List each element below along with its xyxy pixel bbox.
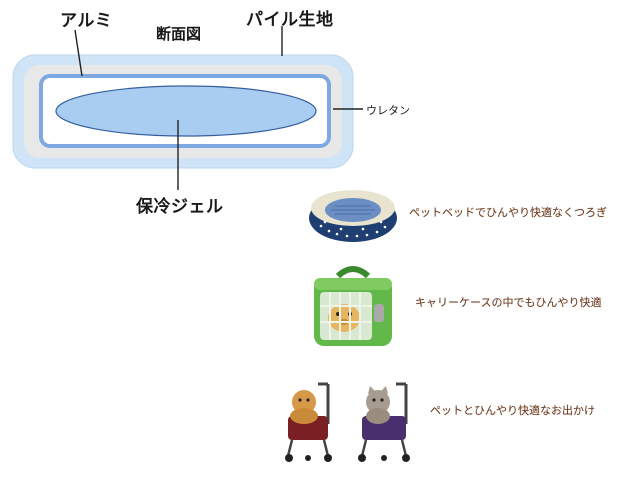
pet-carrier-icon xyxy=(314,266,392,346)
cooling-gel-label: 保冷ジェル xyxy=(136,197,224,217)
diagram-title: 断面図 xyxy=(156,25,202,43)
pet-stroller-icon xyxy=(285,382,410,462)
pile-fabric-label: パイル生地 xyxy=(246,10,334,30)
urethane-label: ウレタン xyxy=(366,104,410,117)
product-caption-bed: ペットベッドでひんやり快適なくつろぎ xyxy=(409,206,607,219)
pet-bed-icon xyxy=(309,190,397,242)
product-caption-carrier: キャリーケースの中でもひんやり快適 xyxy=(415,296,602,309)
aluminum-label: アルミ xyxy=(60,11,113,31)
product-caption-stroller: ペットとひんやり快適なお出かけ xyxy=(430,404,595,417)
aluminum-leader-line xyxy=(74,29,83,77)
cooling-gel xyxy=(55,85,317,137)
